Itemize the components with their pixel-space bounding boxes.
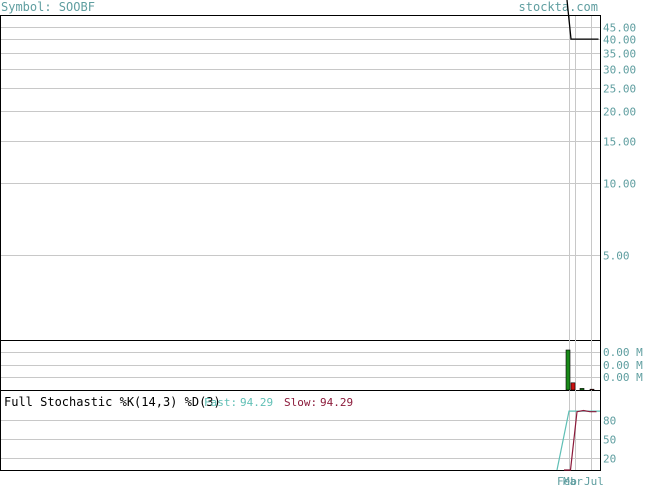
stochastic-tick-label: 50: [603, 434, 616, 447]
price-tick-label: 5.00: [603, 250, 630, 263]
volume-layer: [565, 349, 595, 391]
volume-bar: [565, 349, 571, 391]
stochastic-title: Full Stochastic %K(14,3) %D(3): [4, 395, 221, 409]
price-layer: [566, 0, 599, 40]
slow-label: Slow:: [284, 396, 317, 409]
x-tick-label: Feb: [557, 475, 577, 486]
volume-bar: [579, 388, 585, 391]
volume-bar: [589, 388, 595, 391]
price-line: [566, 0, 599, 40]
price-tick-label: 40.00: [603, 34, 636, 47]
price-tick-label: 15.00: [603, 136, 636, 149]
site-label: stockta.com: [519, 0, 598, 14]
stochastic-layer: [556, 409, 600, 471]
price-tick-label: 20.00: [603, 106, 636, 119]
stochastic-tick-label: 80: [603, 415, 616, 428]
grid-layer: [1, 16, 600, 470]
x-tick-label: Jul: [584, 475, 604, 486]
volume-bar: [570, 382, 576, 391]
fast-label: Fast:: [204, 396, 237, 409]
volume-tick-label: 0.00 M: [603, 346, 643, 359]
price-tick-label: 25.00: [603, 83, 636, 96]
price-tick-label: 35.00: [603, 48, 636, 61]
price-panel: [0, 15, 601, 341]
slow-line: [564, 409, 597, 471]
volume-tick-label: 0.00 M: [603, 359, 643, 372]
stochastic-tick-label: 20: [603, 453, 616, 466]
stochastic-panel: [0, 390, 601, 471]
slow-value: 94.29: [320, 396, 353, 409]
fast-value: 94.29: [240, 396, 273, 409]
price-tick-label: 30.00: [603, 64, 636, 77]
volume-tick-label: 0.00 M: [603, 371, 643, 384]
x-tick-label: Mar: [563, 475, 583, 486]
fast-line: [556, 410, 600, 471]
price-tick-label: 10.00: [603, 178, 636, 191]
price-tick-label: 45.00: [603, 22, 636, 35]
symbol-label: Symbol: SOOBF: [1, 0, 95, 14]
